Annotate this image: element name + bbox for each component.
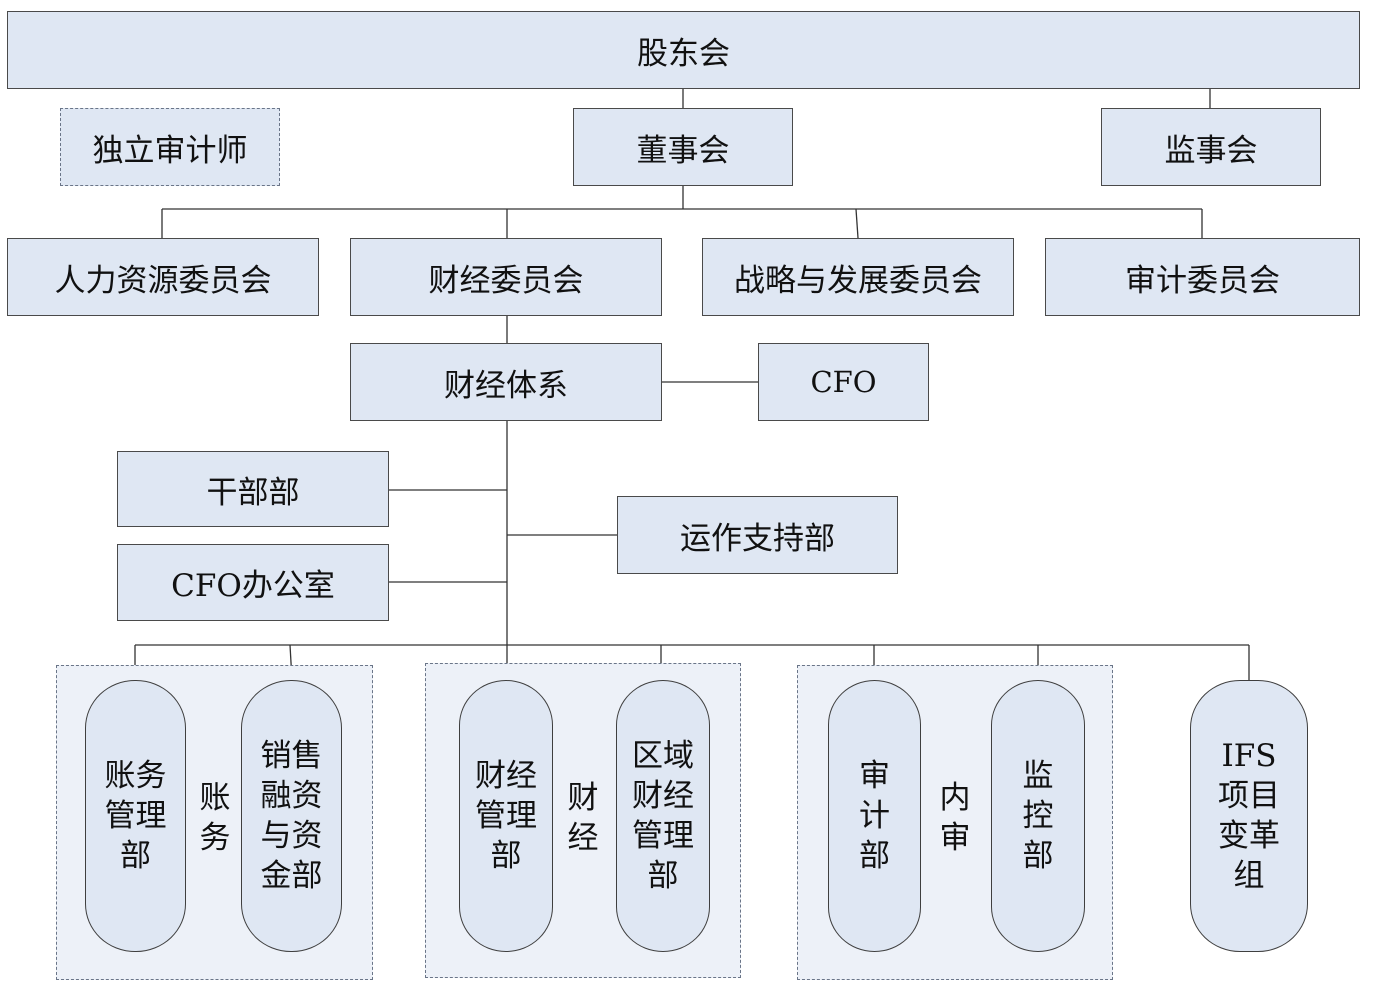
- accounting-group-label: 账 务: [199, 780, 231, 856]
- accounting-mgmt-dept-label: 账务 管理 部: [104, 758, 167, 874]
- audit-committee-box: 审计委员会: [1045, 238, 1360, 316]
- control-dept-label: 监 控 部: [1022, 758, 1054, 874]
- independent-auditor-box: 独立审计师: [60, 108, 280, 186]
- finance-committee-box: 财经委员会: [350, 238, 662, 316]
- hr-committee-box: 人力资源委员会: [7, 238, 319, 316]
- hr-committee-label: 人力资源委员会: [54, 262, 272, 299]
- finance-mgmt-dept-label: 财经 管理 部: [475, 758, 537, 874]
- regional-finance-mgmt-dept: 区域 财经 管理 部: [616, 680, 710, 952]
- sales-finance-treasury-dept-label: 销售 融资 与资 金部: [260, 738, 323, 894]
- ifs-change-group-label: IFS 项目 变革 组: [1218, 738, 1280, 894]
- board-label: 董事会: [636, 132, 730, 169]
- audit-committee-label: 审计委员会: [1125, 262, 1280, 299]
- audit-dept-label: 审 计 部: [859, 758, 890, 874]
- independent-auditor-label: 独立审计师: [92, 132, 248, 169]
- operations-support-box: 运作支持部: [617, 496, 898, 574]
- cfo-label: CFO: [810, 365, 877, 399]
- operations-support-label: 运作支持部: [680, 520, 835, 557]
- cfo-box: CFO: [758, 343, 929, 421]
- supervisory-board-box: 监事会: [1101, 108, 1321, 186]
- strategy-committee-label: 战略与发展委员会: [734, 262, 982, 299]
- finance-mgmt-dept: 财经 管理 部: [459, 680, 553, 952]
- finance-system-label: 财经体系: [444, 367, 568, 404]
- accounting-mgmt-dept: 账务 管理 部: [85, 680, 186, 952]
- ifs-change-group: IFS 项目 变革 组: [1190, 680, 1308, 952]
- shareholders-box: 股东会: [7, 11, 1360, 89]
- cadre-dept-label: 干部部: [206, 474, 300, 511]
- finance-system-box: 财经体系: [350, 343, 662, 421]
- strategy-committee-box: 战略与发展委员会: [702, 238, 1014, 316]
- finance-group-label: 财 经: [567, 780, 599, 856]
- cadre-dept-box: 干部部: [117, 451, 389, 527]
- shareholders-label: 股东会: [637, 35, 730, 72]
- cfo-office-label: CFO办公室: [171, 568, 335, 604]
- cfo-office-box: CFO办公室: [117, 544, 389, 621]
- finance-committee-label: 财经委员会: [428, 262, 584, 299]
- internal-audit-group-label: 内 审: [939, 780, 971, 856]
- control-dept: 监 控 部: [991, 680, 1085, 952]
- supervisory-board-label: 监事会: [1164, 132, 1258, 169]
- sales-finance-treasury-dept: 销售 融资 与资 金部: [241, 680, 342, 952]
- audit-dept: 审 计 部: [828, 680, 921, 952]
- board-box: 董事会: [573, 108, 793, 186]
- regional-finance-mgmt-dept-label: 区域 财经 管理 部: [632, 738, 694, 894]
